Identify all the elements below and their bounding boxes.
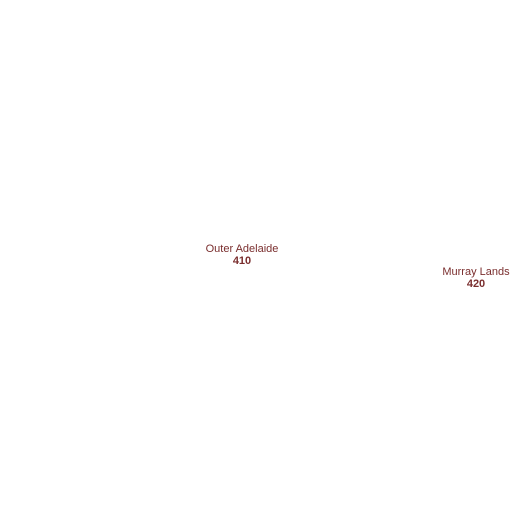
region-code: 420	[466, 278, 486, 290]
region-name: Outer Adelaide	[205, 243, 279, 255]
region-label-murray-lands[interactable]: Murray Lands 420	[442, 266, 509, 290]
region-name: Murray Lands	[442, 266, 510, 278]
region-label-outer-adelaide[interactable]: Outer Adelaide 410	[206, 243, 279, 267]
region-code: 410	[232, 255, 252, 267]
